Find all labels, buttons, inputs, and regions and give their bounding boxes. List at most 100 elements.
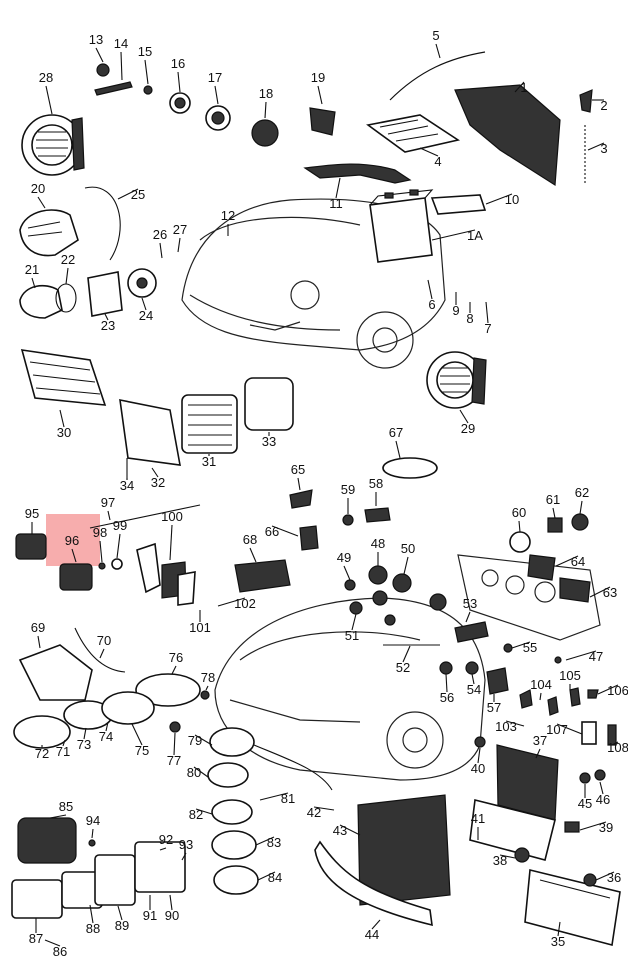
- lamp-21: [19, 284, 63, 319]
- car-body-upper: [181, 198, 446, 369]
- callout-label-65: 65: [291, 462, 305, 477]
- callout-label-58: 58: [369, 476, 383, 491]
- callout-label-6: 6: [428, 297, 435, 312]
- battery-tray-4: [366, 114, 461, 153]
- lamp-20: [19, 209, 79, 257]
- parts-97-100: [89, 504, 201, 606]
- leader-line-84: [257, 871, 276, 881]
- callout-label-2: 2: [600, 98, 607, 113]
- callout-label-3: 3: [600, 141, 607, 156]
- callout-label-99: 99: [113, 518, 127, 533]
- callout-label-59: 59: [341, 482, 355, 497]
- leader-line-76: [171, 665, 177, 675]
- leader-line-43: [339, 824, 361, 836]
- leader-line-94: [91, 828, 94, 839]
- callout-label-23: 23: [101, 318, 115, 333]
- leader-line-42: [313, 806, 335, 811]
- leader-line-81: [259, 792, 289, 801]
- leader-line-104: [539, 692, 542, 701]
- leader-line-61: [552, 507, 556, 519]
- leader-line-70: [99, 648, 105, 659]
- leader-line-13: [95, 47, 104, 63]
- callout-label-85: 85: [59, 799, 73, 814]
- callout-label-46: 46: [596, 792, 610, 807]
- callout-label-22: 22: [61, 252, 75, 267]
- callout-label-15: 15: [138, 44, 152, 59]
- leader-line-86: [44, 939, 61, 947]
- callout-label-21: 21: [25, 262, 39, 277]
- parts-56-57: [439, 661, 509, 695]
- leader-line-96: [71, 548, 77, 563]
- strap-11: [303, 163, 412, 184]
- leader-line-83: [255, 836, 275, 846]
- leader-line-54: [471, 673, 475, 685]
- leader-line-29: [459, 409, 469, 424]
- strap-5: [389, 51, 486, 101]
- leader-line-69: [37, 635, 41, 649]
- leader-line-32: [151, 467, 159, 478]
- callout-label-57: 57: [487, 700, 501, 715]
- parts-mid: [126, 457, 591, 603]
- leader-line-11: [335, 177, 341, 199]
- callout-label-47: 47: [589, 649, 603, 664]
- callout-label-78: 78: [201, 670, 215, 685]
- leader-line-75: [131, 723, 143, 746]
- leader-line-55: [511, 641, 531, 649]
- leader-line-47: [565, 650, 597, 661]
- callout-label-104: 104: [530, 677, 552, 692]
- callout-label-105: 105: [559, 668, 581, 683]
- leader-line-39: [579, 821, 607, 831]
- callout-label-82: 82: [189, 807, 203, 822]
- leader-line-44: [371, 919, 381, 930]
- leader-line-77: [173, 732, 176, 756]
- callout-label-13: 13: [89, 32, 103, 47]
- callout-label-7: 7: [484, 321, 491, 336]
- lamp-96: [59, 563, 93, 591]
- leader-line-71: [62, 739, 66, 747]
- leader-line-17: [214, 85, 219, 105]
- callout-label-76: 76: [169, 650, 183, 665]
- callout-label-73: 73: [77, 737, 91, 752]
- leader-line-14: [120, 51, 123, 81]
- leader-line-60: [518, 520, 521, 533]
- callout-label-93: 93: [179, 837, 193, 852]
- lamps-69-78: [13, 627, 210, 749]
- leader-line-56: [445, 673, 448, 693]
- callout-label-31: 31: [202, 454, 216, 469]
- leader-line-92: [159, 847, 167, 851]
- callout-label-5: 5: [432, 28, 439, 43]
- small-parts-13-19: [94, 63, 336, 147]
- callout-label-48: 48: [371, 536, 385, 551]
- callout-label-44: 44: [365, 927, 379, 942]
- leader-line-20: [37, 196, 46, 209]
- callout-label-16: 16: [171, 56, 185, 71]
- callout-label-1: 1: [520, 80, 527, 95]
- leader-line-51: [351, 613, 357, 631]
- callout-label-87: 87: [29, 931, 43, 946]
- callout-label-19: 19: [311, 70, 325, 85]
- callout-label-55: 55: [523, 640, 537, 655]
- callout-label-40: 40: [471, 761, 485, 776]
- leader-line-18: [264, 101, 267, 119]
- callout-label-32: 32: [151, 475, 165, 490]
- leader-line-93: [181, 852, 187, 861]
- lens-31: [181, 394, 238, 454]
- callout-label-84: 84: [268, 870, 282, 885]
- leader-line-21: [31, 277, 36, 289]
- leader-line-40: [477, 747, 481, 764]
- callout-label-28: 28: [39, 70, 53, 85]
- highlight-marker: [46, 514, 100, 566]
- leader-line-36: [595, 871, 615, 881]
- leader-line-5: [435, 43, 441, 59]
- leader-line-27: [177, 237, 181, 253]
- callout-label-45: 45: [578, 796, 592, 811]
- headlamp-29: [426, 351, 487, 409]
- car-body-lower: [214, 597, 486, 781]
- leader-line-1A: [431, 229, 476, 241]
- callout-label-79: 79: [188, 733, 202, 748]
- leader-line-82: [195, 808, 213, 815]
- lamp-30: [20, 349, 107, 406]
- lamp-95: [15, 533, 47, 560]
- leader-line-65: [297, 477, 301, 491]
